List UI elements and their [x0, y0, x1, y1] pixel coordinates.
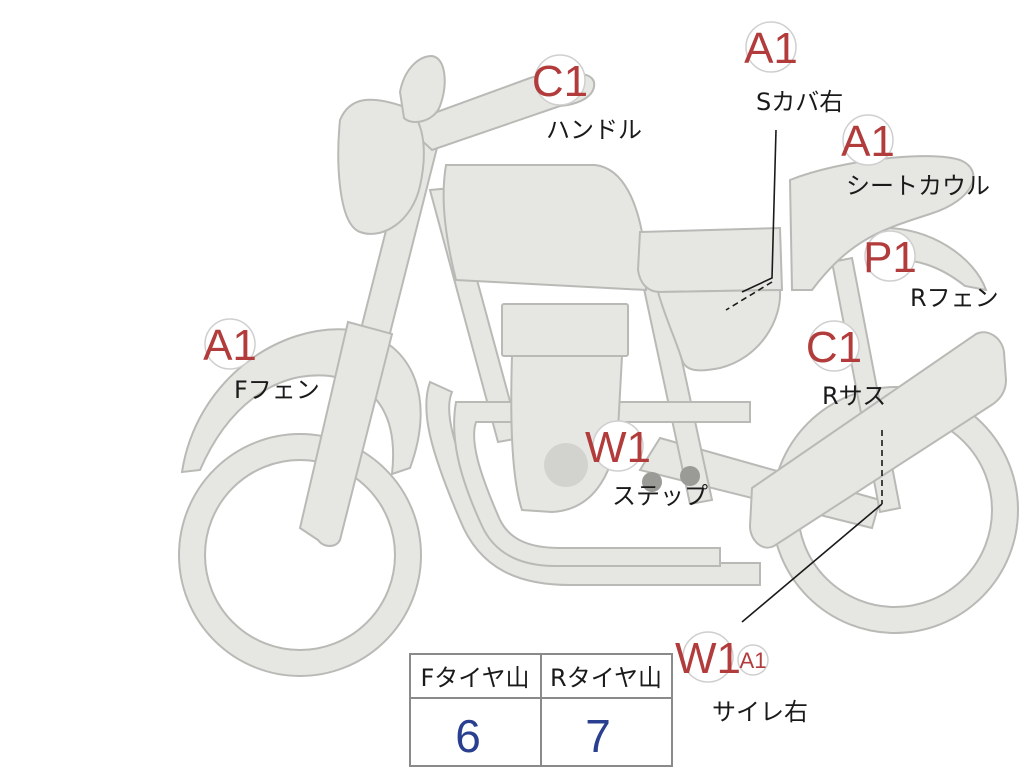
- part-label: Fフェン: [234, 376, 320, 404]
- exhaust-pipe-inner: [453, 401, 751, 567]
- part-label: シートカウル: [846, 172, 990, 200]
- part-label: Sカバ右: [756, 88, 843, 116]
- front-wheel: [179, 434, 421, 676]
- rear-tire-header: Rタイヤ山: [550, 664, 662, 692]
- callout-front-fender: A1 Fフェン: [203, 318, 320, 404]
- tire-tread-table: Fタイヤ山 Rタイヤ山 6 7: [409, 653, 673, 767]
- part-label: Rサス: [822, 382, 886, 410]
- callout-handle: C1 ハンドル: [532, 54, 642, 144]
- code-text: C1: [806, 323, 862, 372]
- silencer-shape: [748, 331, 1008, 549]
- front-wheel-outer-edge: [178, 433, 422, 677]
- part-label: サイレ右: [712, 698, 808, 726]
- callout-step: W1 ステップ: [585, 420, 708, 510]
- callout-rear-suspension: C1 Rサス: [806, 320, 886, 410]
- engine-cylinder-head: [501, 303, 629, 357]
- callout-silencer-right: W1 A1 サイレ右: [675, 631, 808, 726]
- code-badge: [745, 21, 797, 73]
- code-badge: [808, 320, 860, 372]
- code-text: W1: [675, 634, 741, 683]
- code-badge: [682, 631, 734, 683]
- code-badge: [864, 230, 916, 282]
- part-label: Rフェン: [910, 284, 999, 312]
- code-text: P1: [863, 233, 917, 282]
- front-tire-value: 6: [455, 710, 481, 762]
- callout-seat-cowl: A1 シートカウル: [841, 114, 990, 200]
- leader-s-cover-dash: [725, 281, 773, 311]
- code-text-secondary: A1: [740, 648, 767, 673]
- code-badge: [534, 54, 586, 106]
- step-peg-2: [680, 466, 700, 486]
- code-badge-secondary: [737, 644, 769, 676]
- seat: [636, 226, 784, 294]
- headlight: [337, 98, 425, 235]
- part-label: ステップ: [612, 482, 708, 510]
- code-badge: [204, 318, 256, 370]
- side-cover-shape: [656, 288, 782, 372]
- leader-silencer: [741, 503, 883, 623]
- code-text: A1: [203, 321, 257, 370]
- callout-rear-fender: P1 Rフェン: [863, 230, 999, 312]
- code-badge: [842, 114, 894, 166]
- leader-lines: [725, 129, 883, 623]
- front-tire-header: Fタイヤ山: [420, 664, 529, 692]
- leader-s-cover: [741, 129, 777, 293]
- step-peg-1: [642, 472, 662, 492]
- code-text: A1: [841, 117, 895, 166]
- code-badge: [592, 420, 644, 472]
- fuel-tank: [442, 164, 647, 292]
- motorcycle-silhouette: [178, 54, 1019, 677]
- code-text: A1: [744, 24, 798, 73]
- callout-s-cover-right: A1 Sカバ右: [744, 21, 843, 116]
- part-label: ハンドル: [546, 116, 642, 144]
- front-wheel-inner-edge: [204, 459, 396, 651]
- engine-case-cover: [544, 443, 588, 487]
- code-text: C1: [532, 57, 588, 106]
- rear-tire-value: 7: [585, 710, 611, 762]
- code-text: W1: [585, 423, 651, 472]
- mirror: [398, 54, 446, 123]
- front-fork-lower: [298, 320, 394, 547]
